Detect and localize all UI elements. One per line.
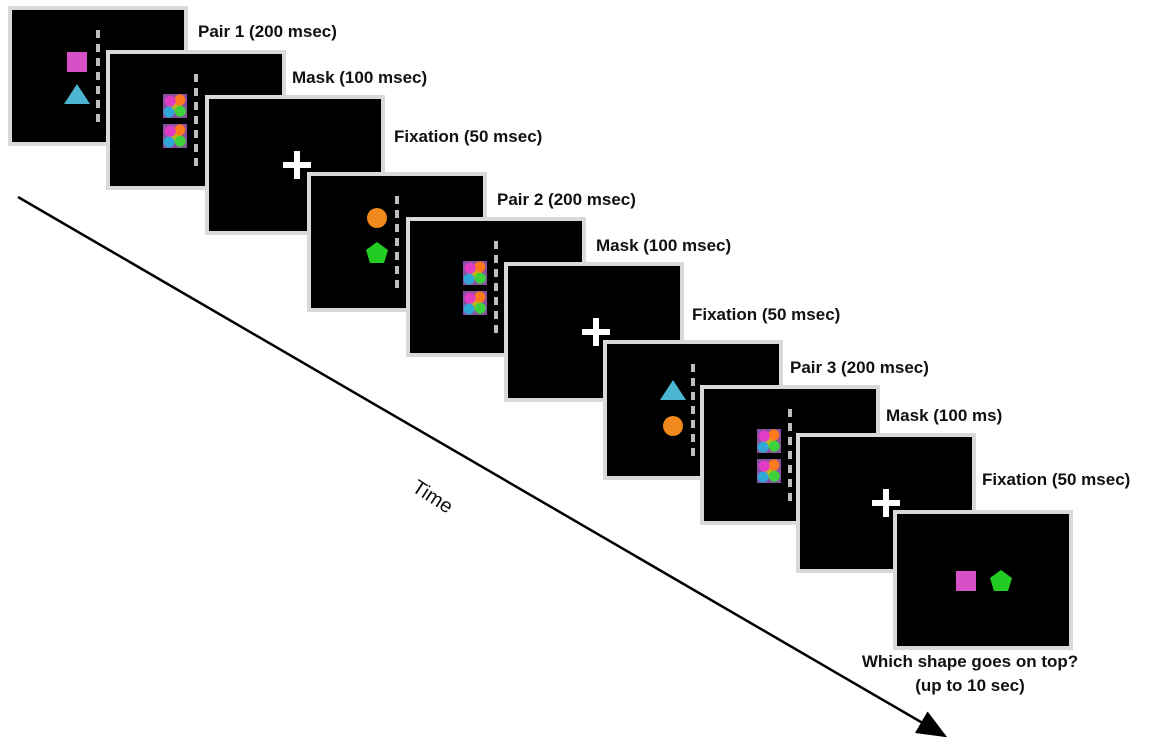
mask-1-label: Mask (100 msec) (292, 68, 428, 87)
mask-pattern-top (757, 429, 781, 453)
mask-pattern-bottom (463, 291, 487, 315)
triangle-shape (660, 380, 686, 400)
mask-2-label: Mask (100 msec) (596, 236, 732, 255)
mask-3-label: Mask (100 ms) (886, 406, 1003, 425)
pair-1-label: Pair 1 (200 msec) (198, 22, 337, 41)
vertical-dashed-line (395, 196, 399, 288)
circle-shape (367, 208, 387, 228)
pair-3-label: Pair 3 (200 msec) (790, 358, 929, 377)
triangle-shape (64, 84, 90, 104)
time-limit-text: (up to 10 sec) (915, 676, 1025, 695)
vertical-dashed-line (494, 241, 498, 333)
mask-pattern-top (163, 94, 187, 118)
circle-shape (663, 416, 683, 436)
pentagon-shape (990, 570, 1012, 591)
fixation-cross (582, 318, 610, 346)
response-question: Which shape goes on top? (up to 10 sec) (840, 650, 1100, 698)
vertical-dashed-line (788, 409, 792, 501)
mask-pattern-top (463, 261, 487, 285)
fixation-cross (872, 489, 900, 517)
pentagon-shape (366, 242, 388, 263)
square-shape (956, 571, 976, 591)
mask-pattern-bottom (757, 459, 781, 483)
fixation-1-label: Fixation (50 msec) (394, 127, 543, 146)
vertical-dashed-line (96, 30, 100, 122)
square-shape (67, 52, 87, 72)
fixation-cross (283, 151, 311, 179)
vertical-dashed-line (194, 74, 198, 166)
fixation-2-label: Fixation (50 msec) (692, 305, 841, 324)
fixation-3-label: Fixation (50 msec) (982, 470, 1131, 489)
vertical-dashed-line (691, 364, 695, 456)
fixation-3-screen (796, 433, 976, 573)
pair-2-label: Pair 2 (200 msec) (497, 190, 636, 209)
mask-pattern-bottom (163, 124, 187, 148)
response-screen (893, 510, 1073, 650)
question-text: Which shape goes on top? (861, 652, 1079, 671)
